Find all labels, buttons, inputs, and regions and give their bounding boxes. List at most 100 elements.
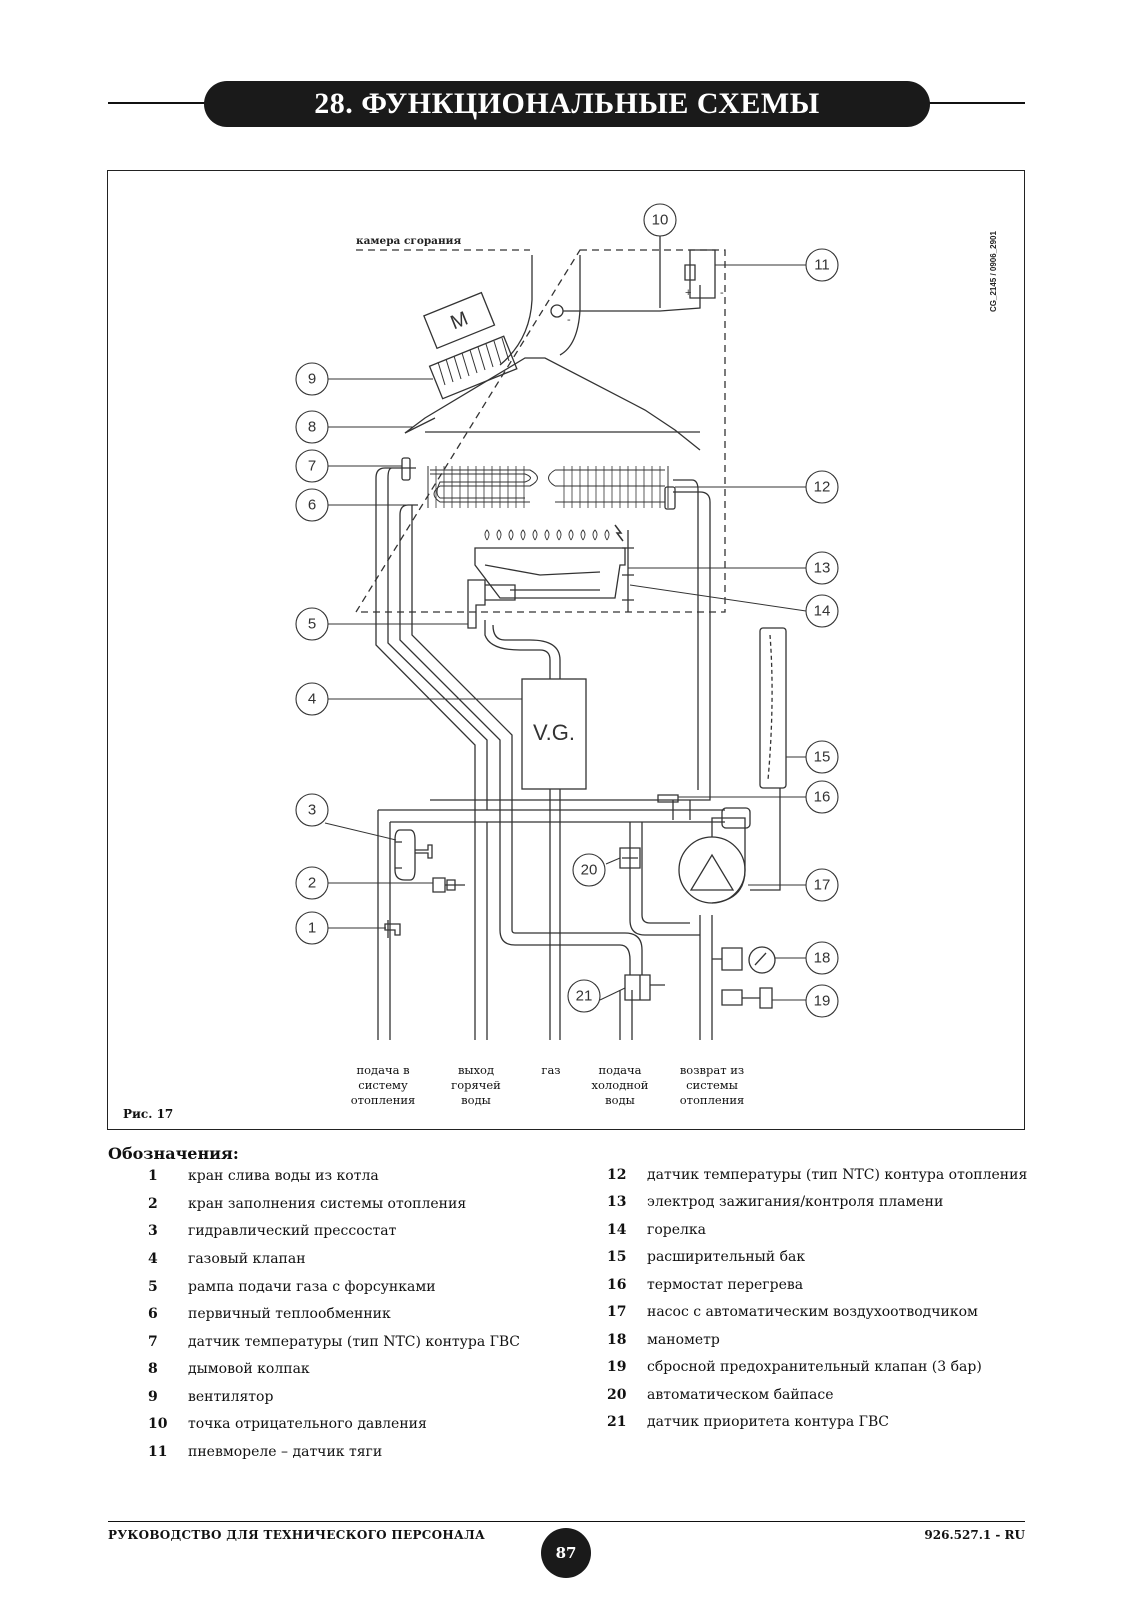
gas-valve bbox=[521, 678, 587, 790]
connection-line: воды bbox=[461, 1093, 491, 1107]
callout-label-20: 20 bbox=[581, 862, 598, 879]
diagram-frame bbox=[107, 170, 1025, 1130]
callout-1 bbox=[295, 911, 329, 945]
legend-num: 2 bbox=[148, 1196, 158, 1212]
page-title: 28. ФУНКЦИОНАЛЬНЫЕ СХЕМЫ bbox=[204, 81, 930, 127]
expansion-vessel bbox=[759, 627, 787, 789]
callout-15 bbox=[805, 740, 839, 774]
legend-num: 3 bbox=[148, 1223, 158, 1239]
callout-label-19: 19 bbox=[814, 993, 831, 1010]
combustion-chamber-boundary bbox=[354, 249, 726, 613]
connection-line: воды bbox=[605, 1093, 635, 1107]
legend-text: термостат перегрева bbox=[647, 1277, 804, 1293]
gas-pipe bbox=[549, 789, 561, 1040]
callout-label-11: 11 bbox=[814, 257, 830, 274]
callout-17 bbox=[805, 868, 839, 902]
callout-label-1: 1 bbox=[308, 920, 316, 937]
legend-text: кран слива воды из котла bbox=[188, 1168, 379, 1184]
callout-18 bbox=[805, 941, 839, 975]
connection-line: подача в bbox=[356, 1063, 410, 1077]
connection-line: систему bbox=[358, 1078, 408, 1092]
callout-13 bbox=[805, 551, 839, 585]
legend-num: 8 bbox=[148, 1361, 158, 1377]
callout-label-3: 3 bbox=[308, 802, 316, 819]
legend-num: 21 bbox=[607, 1414, 627, 1430]
connection-line: возврат из bbox=[679, 1063, 745, 1077]
header-rule-right bbox=[915, 102, 1025, 104]
connection-line: подача bbox=[598, 1063, 642, 1077]
functional-diagram: 1 2 3 4 5 6 7 8 9 10 11 12 13 14 15 16 1… bbox=[295, 203, 998, 1040]
manometer bbox=[748, 946, 776, 974]
legend-text: гидравлический прессостат bbox=[188, 1223, 397, 1239]
legend-text: рампа подачи газа с форсунками bbox=[188, 1279, 436, 1295]
callout-label-17: 17 bbox=[814, 877, 831, 894]
legend-text: манометр bbox=[647, 1332, 720, 1348]
footer-rule bbox=[108, 1521, 1025, 1522]
chamber-label: камера сгорания bbox=[356, 235, 461, 247]
legend-title: Обозначения: bbox=[108, 1144, 239, 1163]
legend-text: расширительный бак bbox=[647, 1249, 806, 1265]
legend-num: 1 bbox=[148, 1168, 158, 1184]
callout-label-9: 9 bbox=[308, 371, 316, 388]
callout-3 bbox=[295, 793, 329, 827]
callout-label-21: 21 bbox=[576, 988, 593, 1005]
callout-label-16: 16 bbox=[814, 789, 831, 806]
ignition-electrode bbox=[622, 530, 634, 612]
legend-text: газовый клапан bbox=[188, 1251, 306, 1267]
ntc-heating bbox=[664, 486, 676, 510]
callout-16 bbox=[805, 780, 839, 814]
legend-num: 11 bbox=[148, 1444, 168, 1460]
legend-num: 14 bbox=[607, 1222, 627, 1238]
connection-heating-flow: подача в систему отопления bbox=[343, 1063, 423, 1108]
side-code: CG_2145 / 0906_2901 bbox=[989, 230, 998, 312]
bypass-valve bbox=[619, 847, 641, 869]
legend-text: кран заполнения системы отопления bbox=[188, 1196, 467, 1212]
callout-label-4: 4 bbox=[308, 691, 316, 708]
plus-sign: + bbox=[685, 287, 691, 299]
minus-sign-point: - bbox=[567, 314, 571, 326]
burner-flames bbox=[484, 529, 610, 541]
heating-return-pipe bbox=[430, 479, 711, 801]
figure-caption: Рис. 17 bbox=[123, 1107, 174, 1121]
bypass-pipe bbox=[629, 822, 700, 936]
flue-duct bbox=[499, 255, 581, 366]
footer-doc-code: 926.527.1 - RU bbox=[924, 1528, 1025, 1542]
callout-11 bbox=[805, 248, 839, 282]
smoke-hood bbox=[404, 357, 701, 451]
legend-num: 5 bbox=[148, 1279, 158, 1295]
connection-line: выход bbox=[457, 1063, 495, 1077]
pressure-tube bbox=[563, 285, 701, 312]
legend-num: 16 bbox=[607, 1277, 627, 1293]
callout-14 bbox=[805, 594, 839, 628]
callout-label-7: 7 bbox=[308, 458, 316, 475]
legend-num: 20 bbox=[607, 1387, 627, 1403]
minus-sign-switch: - bbox=[720, 287, 724, 299]
fan-motor bbox=[423, 291, 496, 350]
legend-text: дымовой колпак bbox=[188, 1361, 310, 1377]
callout-7 bbox=[295, 449, 329, 483]
callout-4 bbox=[295, 682, 329, 716]
hydraulic-pressure-switch bbox=[394, 829, 416, 881]
callout-label-6: 6 bbox=[308, 497, 316, 514]
fan-blades bbox=[437, 337, 510, 386]
legend-num: 9 bbox=[148, 1389, 158, 1405]
connection-line: системы bbox=[686, 1078, 738, 1092]
connection-heating-return: возврат из системы отопления bbox=[672, 1063, 752, 1108]
drain-tap bbox=[384, 920, 401, 938]
callout-12 bbox=[805, 470, 839, 504]
connection-line: горячей bbox=[451, 1078, 501, 1092]
callout-label-13: 13 bbox=[814, 560, 831, 577]
legend-num: 15 bbox=[607, 1249, 627, 1265]
connection-gas: газ bbox=[536, 1063, 566, 1078]
burner bbox=[474, 547, 626, 599]
callout-9 bbox=[295, 362, 329, 396]
footer-manual-title: РУКОВОДСТВО ДЛЯ ТЕХНИЧЕСКОГО ПЕРСОНАЛА bbox=[108, 1528, 486, 1542]
cold-water-pipe bbox=[619, 990, 633, 1040]
dhw-priority-sensor bbox=[624, 974, 665, 1001]
connection-line: отопления bbox=[350, 1093, 416, 1107]
legend-num: 12 bbox=[607, 1167, 627, 1183]
legend-text: электрод зажигания/контроля пламени bbox=[647, 1194, 944, 1210]
gas-valve-label: V.G. bbox=[533, 720, 575, 745]
air-vent bbox=[721, 807, 751, 829]
connection-line: газ bbox=[541, 1063, 561, 1077]
